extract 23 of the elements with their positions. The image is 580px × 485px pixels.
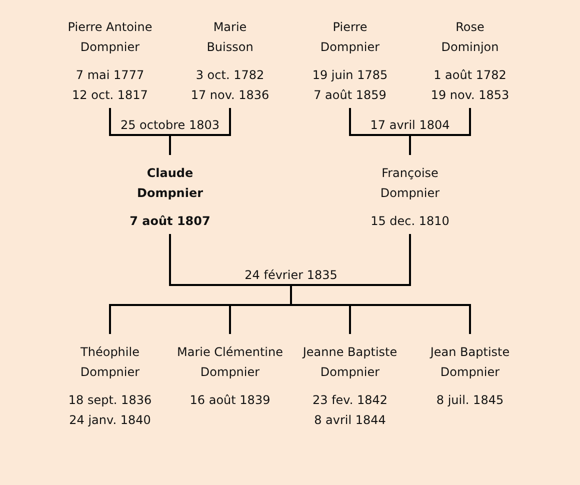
person-name: Marie Buisson [206,19,254,56]
person-name: Marie Clémentine Dompnier [176,344,284,381]
life-dates: 3 oct. 1782 17 nov. 1836 [190,67,270,104]
family-line [169,108,231,156]
life-dates: 19 juin 1785 7 août 1859 [311,67,389,104]
person-name: Claude Dompnier [136,165,204,202]
family-line [290,234,471,334]
person-name: Jean Baptiste Dompnier [428,344,511,381]
life-dates: 15 dec. 1810 [370,213,450,230]
life-dates: 1 août 1782 19 nov. 1853 [430,67,510,104]
life-dates: 18 sept. 1836 24 janv. 1840 [67,392,153,429]
person-name: Jeanne Baptiste Dompnier [301,344,398,381]
person-name: Théophile Dompnier [79,344,141,381]
person-name: Pierre Dompnier [319,19,381,56]
person-name: Françoise Dompnier [379,165,441,202]
person-name: Pierre Antoine Dompnier [66,19,154,56]
life-dates: 7 mai 1777 12 oct. 1817 [71,67,149,104]
person-name: Rose Dominjon [440,19,500,56]
life-dates: 7 août 1807 [128,213,212,230]
life-dates: 23 fev. 1842 8 avril 1844 [311,392,389,429]
family-line [409,108,471,156]
life-dates: 16 août 1839 [188,392,272,409]
life-dates: 8 juil. 1845 [435,392,505,409]
